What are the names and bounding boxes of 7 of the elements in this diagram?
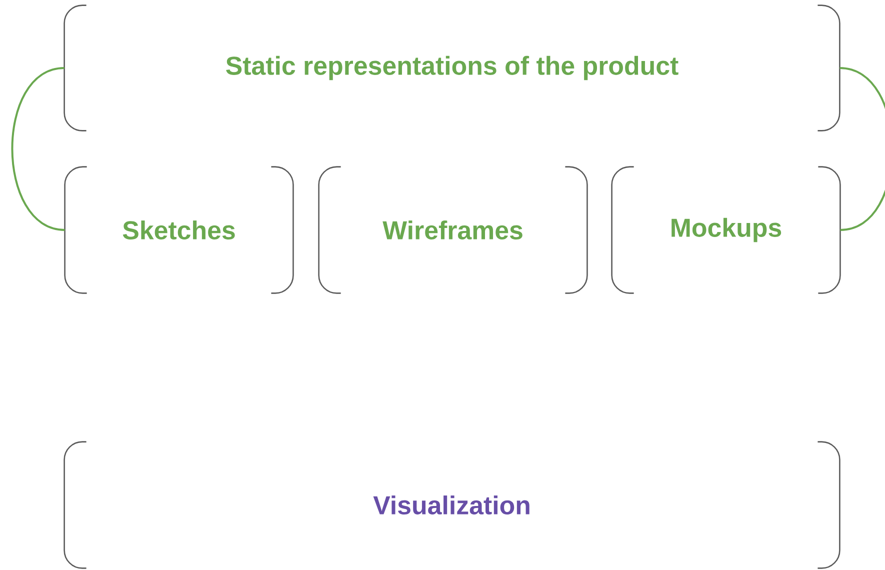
bracket-box: Visualization xyxy=(64,441,840,569)
bracket-box: Wireframes xyxy=(318,166,588,294)
bracket-box: Static representations of the product xyxy=(64,4,840,132)
bracket-box: Sketches xyxy=(64,166,294,294)
bracket-box: Mockups xyxy=(611,166,841,294)
curved-connector xyxy=(840,67,885,231)
curved-connector xyxy=(11,67,65,231)
